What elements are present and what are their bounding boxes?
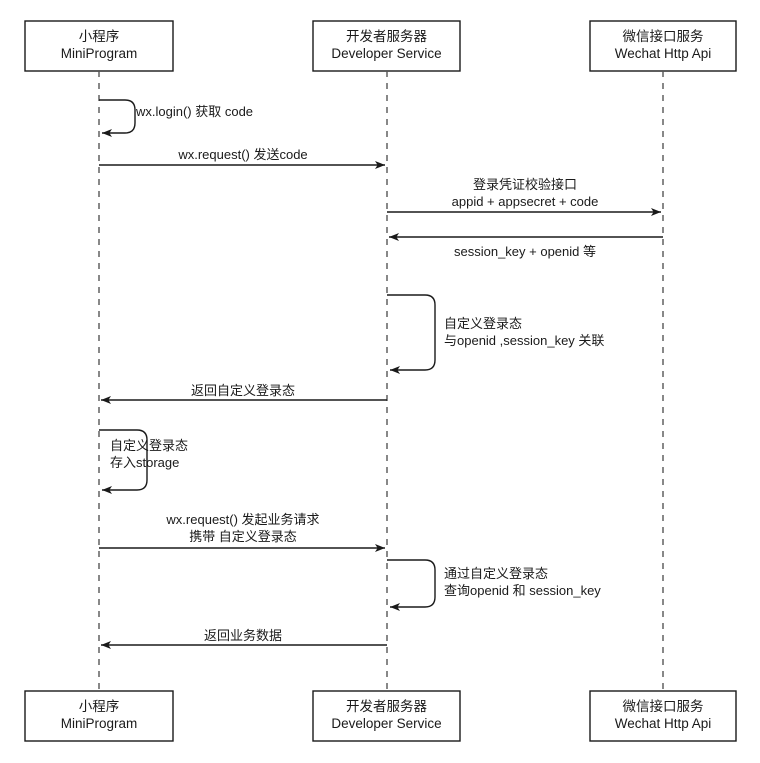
message-label-m4: session_key + openid 等 xyxy=(387,243,663,260)
message-label-m10: 返回业务数据 xyxy=(99,627,387,644)
message-label-m3: 登录凭证校验接口 appid + appsecret + code xyxy=(387,176,663,210)
self-message-m5 xyxy=(387,294,436,374)
message-label-line: 返回业务数据 xyxy=(203,628,282,643)
message-label-line: wx.request() 发起业务请求 xyxy=(166,512,320,527)
actor-box-developer-service-bottom xyxy=(312,690,461,742)
actor-boxes xyxy=(24,20,737,742)
message-label-m5: 自定义登录态与openid ,session_key 关联 xyxy=(444,315,604,349)
message-label-line: 自定义登录态 xyxy=(444,316,523,331)
lifelines xyxy=(98,71,664,691)
message-label-line: appid + appsecret + code xyxy=(451,194,599,209)
message-label-line: 返回自定义登录态 xyxy=(190,383,295,398)
message-label-line: wx.login() 获取 code xyxy=(136,104,254,119)
actor-box-wechat-http-api-top xyxy=(589,20,737,72)
self-message-m9 xyxy=(387,559,436,611)
message-label-m7: 自定义登录态存入storage xyxy=(110,437,188,471)
message-label-m9: 通过自定义登录态查询openid 和 session_key xyxy=(444,565,601,599)
message-label-line: 存入storage xyxy=(110,455,180,470)
message-label-line: 登录凭证校验接口 xyxy=(472,177,577,192)
message-label-m1: wx.login() 获取 code xyxy=(136,103,253,120)
message-label-m2: wx.request() 发送code xyxy=(99,146,387,163)
message-label-line: 携带 自定义登录态 xyxy=(189,529,297,544)
message-label-line: 自定义登录态 xyxy=(110,438,189,453)
message-label-line: 与openid ,session_key 关联 xyxy=(444,333,605,348)
message-label-line: 通过自定义登录态 xyxy=(444,566,549,581)
message-label-line: wx.request() 发送code xyxy=(178,147,308,162)
actor-box-miniprogram-top xyxy=(24,20,174,72)
self-message-m1 xyxy=(99,99,136,137)
message-arrows xyxy=(99,99,663,649)
message-label-m8: wx.request() 发起业务请求携带 自定义登录态 xyxy=(99,511,387,545)
actor-box-developer-service-top xyxy=(312,20,461,72)
self-message-m7 xyxy=(99,429,148,494)
message-label-line: 查询openid 和 session_key xyxy=(444,583,601,598)
actor-box-wechat-http-api-bottom xyxy=(589,690,737,742)
message-label-m6: 返回自定义登录态 xyxy=(99,382,387,399)
message-label-line: session_key + openid 等 xyxy=(453,244,596,259)
actor-box-miniprogram-bottom xyxy=(24,690,174,742)
